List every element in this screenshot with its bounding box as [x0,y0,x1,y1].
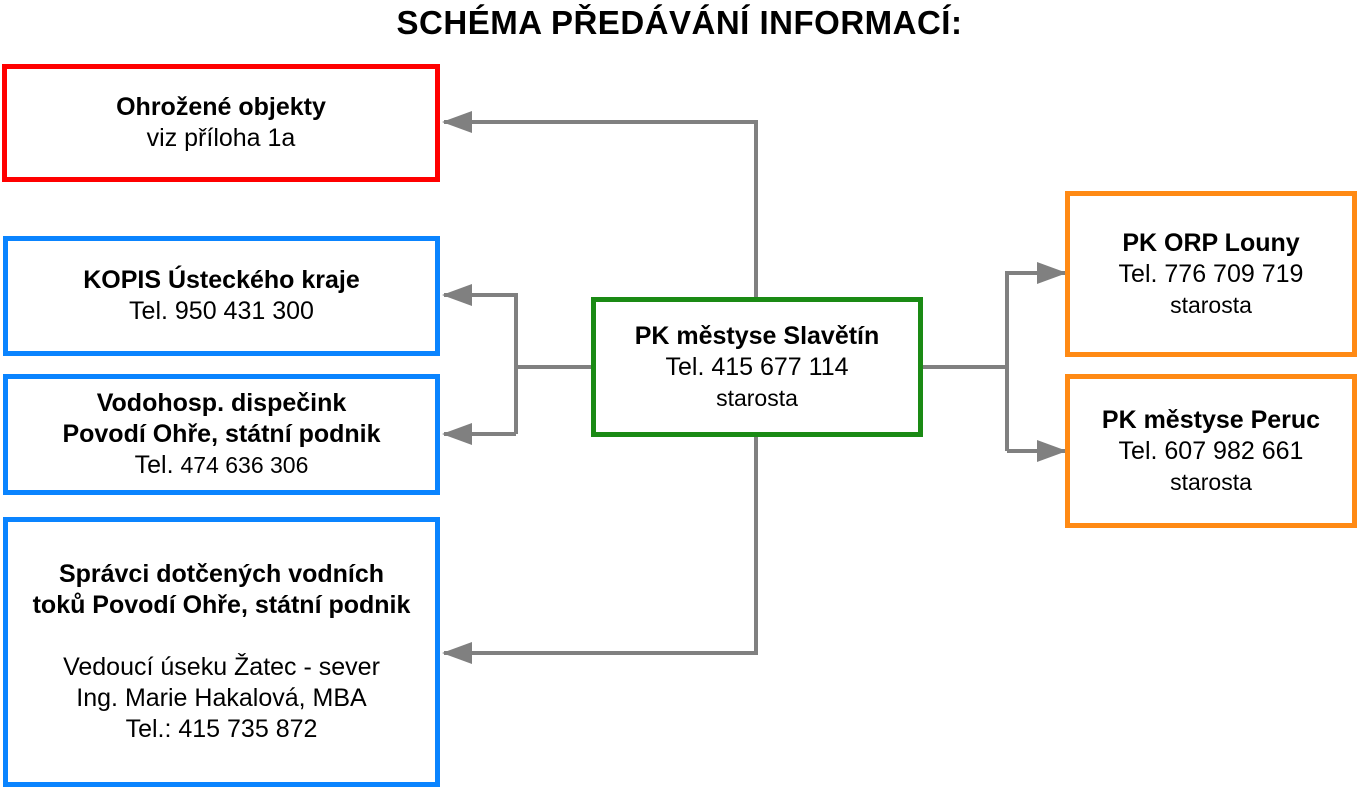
dispatch-line1: Vodohosp. dispečink [96,389,347,417]
orp-louny-phone: Tel. 776 709 719 [1118,259,1304,288]
threatened-objects-note: viz příloha 1a [146,124,296,152]
threatened-objects-name: Ohrožené objekty [116,93,326,121]
kopis-box: KOPIS Ústeckého kraje Tel. 950 431 300 [3,236,440,356]
dispatch-phone-number: 474 636 306 [180,452,309,478]
orp-louny-name: PK ORP Louny [1122,228,1300,257]
dispatch-box: Vodohosp. dispečink Povodí Ohře, státní … [3,374,440,495]
center-box: PK městyse Slavětín Tel. 415 677 114 sta… [591,297,923,437]
dispatch-phone: Tel. 474 636 306 [135,450,309,481]
kopis-phone: Tel. 950 431 300 [129,297,314,325]
dispatch-line2: Povodí Ohře, státní podnik [62,420,381,448]
threatened-objects-box: Ohrožené objekty viz příloha 1a [2,64,440,182]
river-admins-line1: Správci dotčených vodních [58,560,385,588]
center-role: starosta [716,384,798,411]
orp-louny-role: starosta [1170,291,1252,318]
peruc-role: starosta [1170,468,1252,495]
connector-to-orp-louny [1005,262,1067,451]
dispatch-phone-label: Tel. [134,451,174,479]
river-admins-phone: Tel.: 415 735 872 [125,715,318,743]
kopis-name: KOPIS Ústeckého kraje [83,266,360,294]
river-admins-person: Ing. Marie Hakalová, MBA [76,684,367,712]
river-admins-line2: toků Povodí Ohře, státní podnik [32,591,411,619]
river-admins-box: Správci dotčených vodních toků Povodí Oh… [3,517,440,787]
connector-to-kopis [442,284,518,434]
peruc-box: PK městyse Peruc Tel. 607 982 661 staros… [1065,374,1357,528]
center-name: PK městyse Slavětín [634,321,880,350]
peruc-phone: Tel. 607 982 661 [1118,436,1304,465]
orp-louny-box: PK ORP Louny Tel. 776 709 719 starosta [1065,191,1357,357]
connector-to-river-admins [442,437,758,664]
diagram-title: SCHÉMA PŘEDÁVÁNÍ INFORMACÍ: [396,4,963,41]
river-admins-section: Vedoucí úseku Žatec - sever [63,653,380,681]
peruc-name: PK městyse Peruc [1101,405,1321,434]
center-phone: Tel. 415 677 114 [665,352,849,381]
connector-to-threatened-objects [442,111,758,297]
